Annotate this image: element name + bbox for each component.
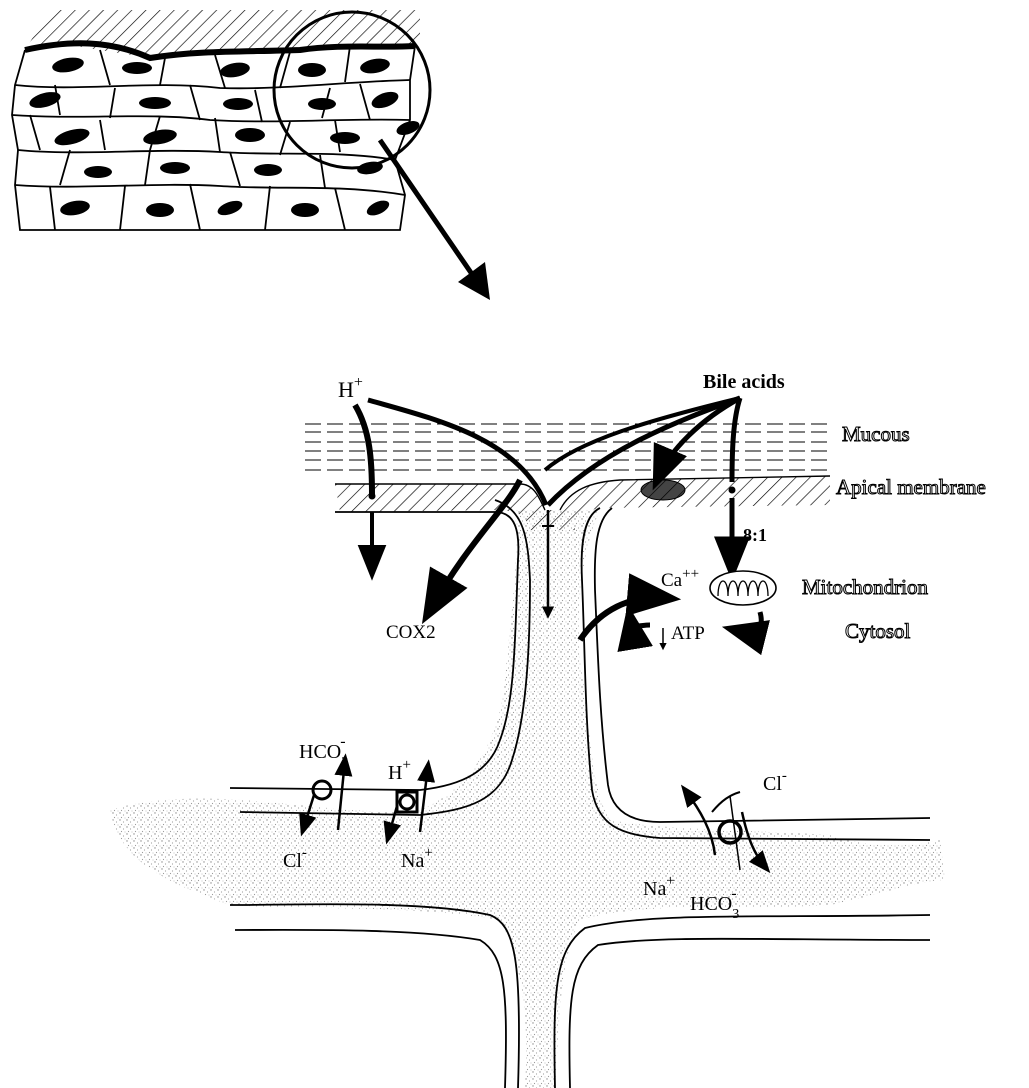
label-mitochondrion: Mitochondrion bbox=[802, 575, 928, 599]
mitochondrion-shape bbox=[710, 571, 776, 605]
label-mucous: Mucous bbox=[842, 422, 910, 446]
label-hco3-left: HCO3- bbox=[299, 733, 348, 770]
label-cl-right: Cl- bbox=[763, 768, 787, 795]
label-apical-membrane: Apical membrane bbox=[836, 475, 986, 499]
label-h-plus-top: H+ bbox=[338, 374, 363, 402]
label-cox2: COX2 bbox=[386, 622, 436, 643]
label-ca: Ca++ bbox=[661, 566, 699, 591]
label-cytosol: Cytosol bbox=[845, 619, 911, 643]
mucous-layer bbox=[305, 424, 830, 470]
label-bile-acids: Bile acids bbox=[703, 371, 785, 393]
label-ratio: 8:1 bbox=[743, 525, 767, 545]
epithelium-sketch bbox=[12, 10, 430, 230]
label-atp: ATP bbox=[671, 623, 705, 644]
zoom-arrow bbox=[380, 140, 490, 300]
label-h-plus-exchanger: H+ bbox=[388, 757, 411, 784]
